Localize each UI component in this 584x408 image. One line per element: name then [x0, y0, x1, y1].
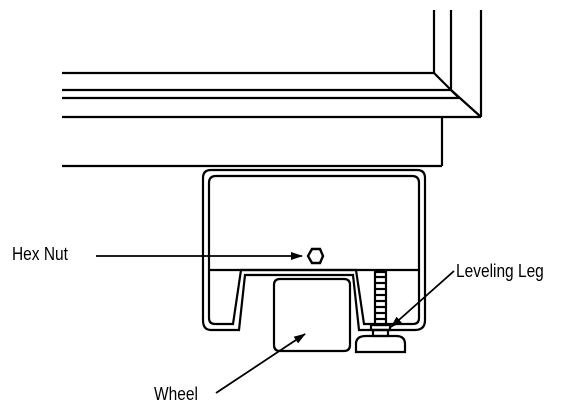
leveling-leg-leader: [390, 270, 455, 328]
wheel: [272, 277, 352, 353]
leveling-leg: [354, 270, 407, 354]
caster-housing-outer: [201, 168, 427, 332]
caster-housing-inner: [207, 174, 421, 326]
leveling-leg-label: Leveling Leg: [456, 261, 544, 281]
cabinet-base: [62, 117, 444, 168]
hex-nut: [306, 247, 325, 265]
hex-nut-label: Hex Nut: [12, 244, 68, 264]
wheel-leader: [215, 333, 306, 394]
cabinet-frame: [62, 10, 483, 119]
wheel-label: Wheel: [154, 384, 198, 404]
